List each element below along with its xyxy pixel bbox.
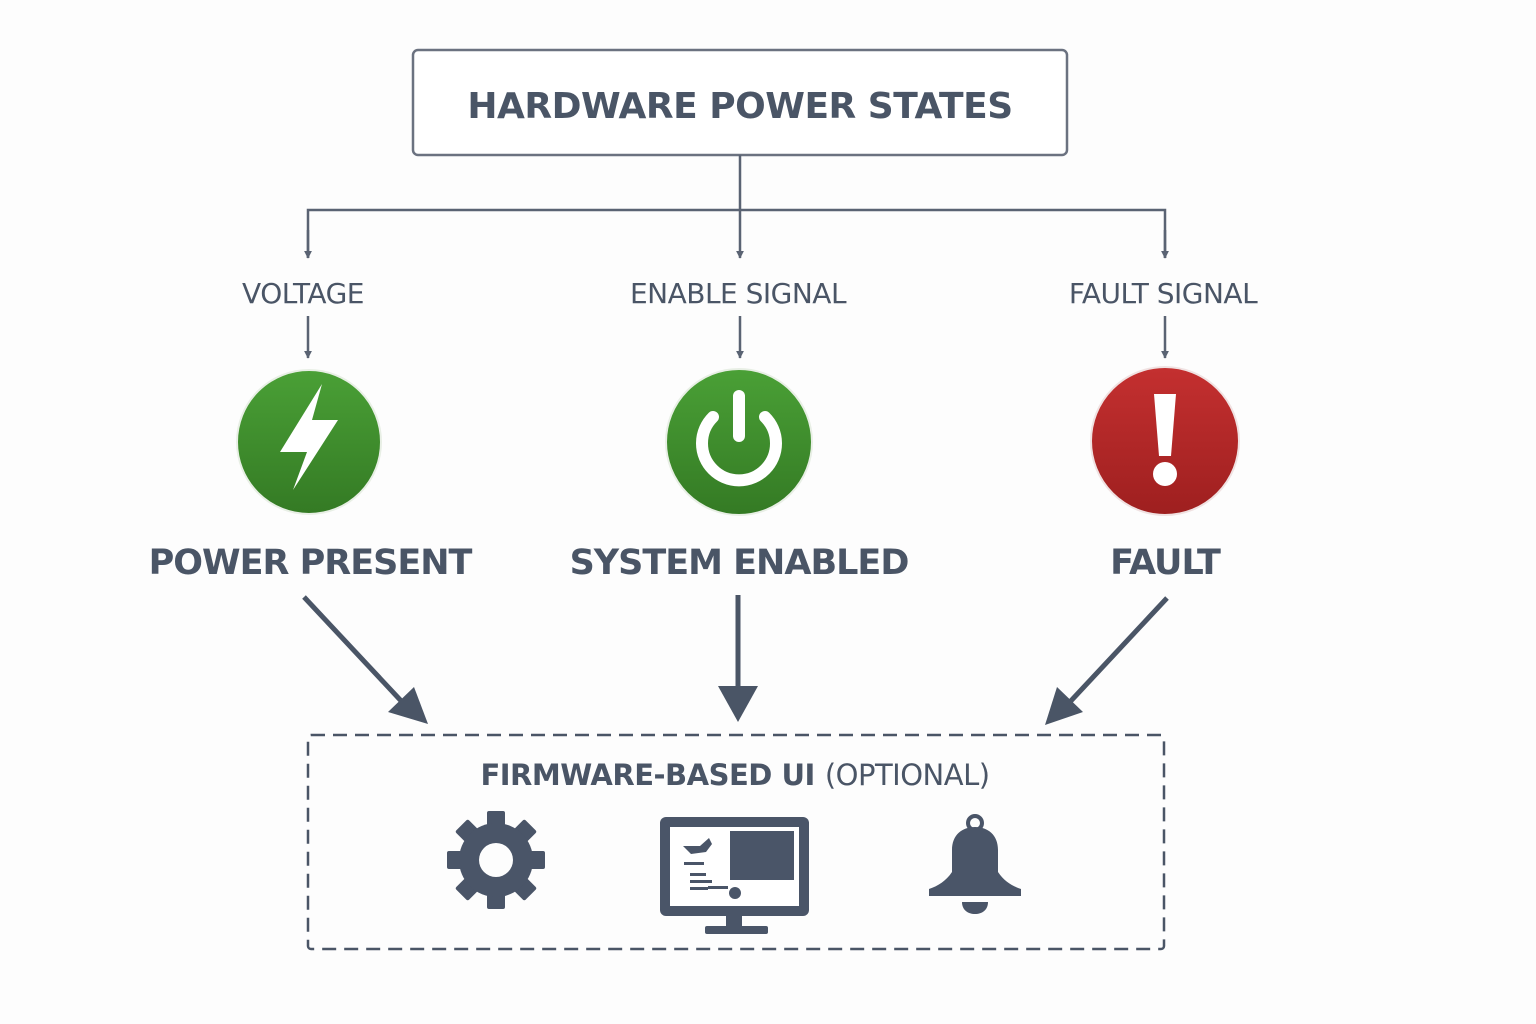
state-to-firmware-arrows (302, 595, 1169, 725)
state-system-enabled: SYSTEM ENABLED (570, 543, 909, 583)
monitor-icon (660, 817, 809, 934)
signal-arrows (304, 316, 1169, 359)
exclamation-icon (1090, 366, 1240, 516)
title-connectors (304, 155, 1169, 259)
signal-voltage: VOLTAGE (242, 277, 364, 310)
power-icon (665, 368, 813, 516)
signal-enable: ENABLE SIGNAL (630, 277, 847, 310)
state-fault: FAULT (1110, 543, 1221, 583)
firmware-ui-box (306, 733, 1166, 951)
signal-fault: FAULT SIGNAL (1069, 277, 1258, 310)
state-power-present: POWER PRESENT (149, 543, 473, 583)
firmware-ui-title: FIRMWARE-BASED UI (OPTIONAL) (480, 758, 989, 792)
lightning-bolt-icon (236, 369, 382, 515)
diagram-title: HARDWARE POWER STATES (467, 86, 1012, 127)
bell-icon (929, 814, 1021, 914)
firmware-ui-title-main: FIRMWARE-BASED UI (480, 758, 814, 792)
gear-icon (447, 811, 545, 909)
firmware-ui-optional: (OPTIONAL) (825, 758, 990, 792)
